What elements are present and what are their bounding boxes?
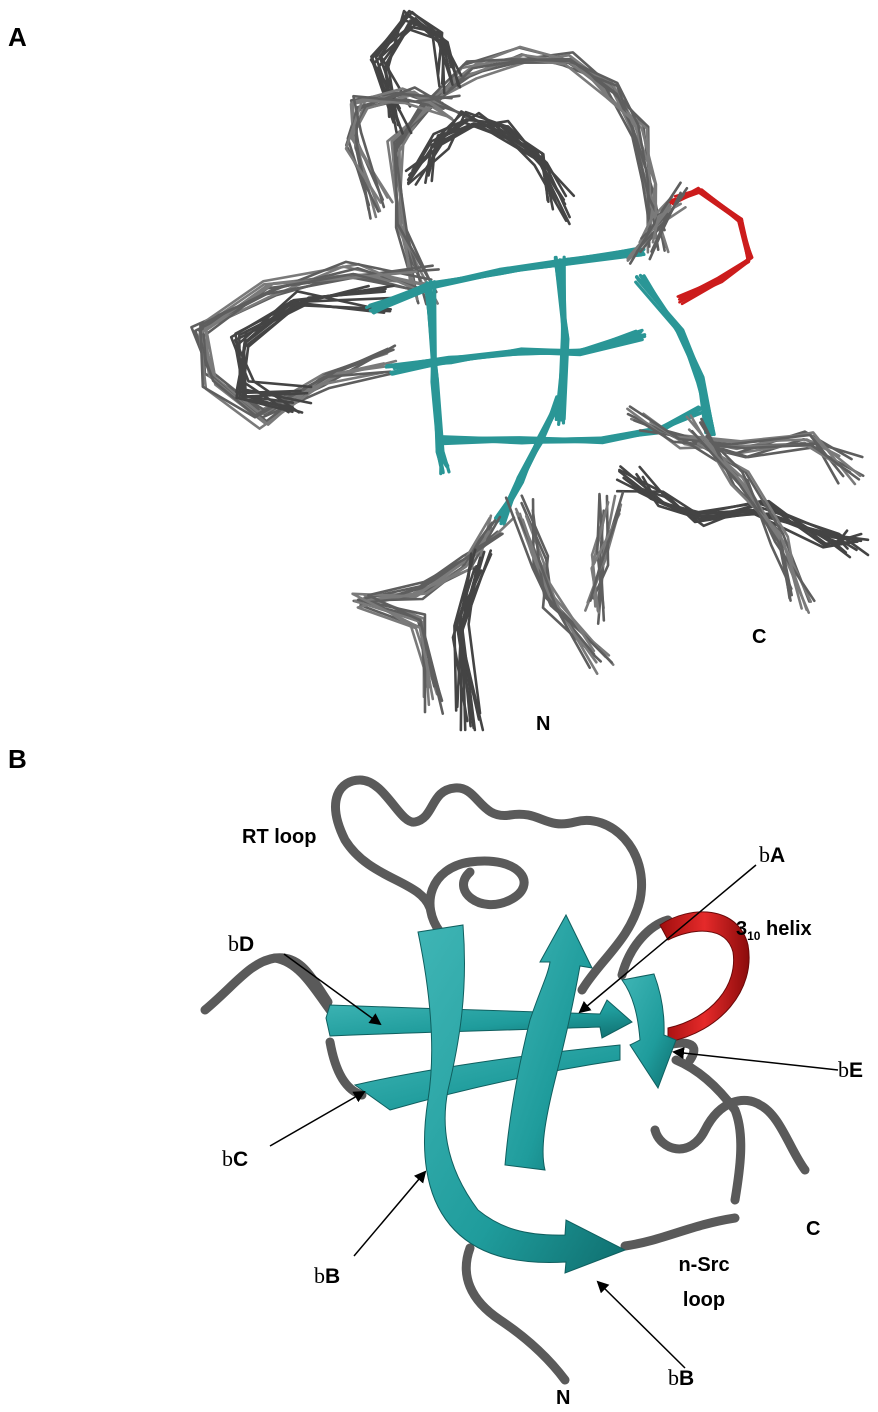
helix-subscript: 10 (747, 929, 761, 943)
rt-loop-label: RT loop (242, 826, 316, 848)
strand-label-b-right: bB (668, 1365, 694, 1390)
strand-label-a-letter: A (770, 844, 785, 867)
panel-a-c-terminus-label: C (752, 626, 766, 648)
strand-label-b-left-letter: B (325, 1265, 340, 1288)
ensemble-trace (669, 192, 748, 297)
inner-loop-coil (430, 861, 524, 932)
arrow-beta-b-left (354, 1172, 425, 1256)
helix-word: helix (760, 918, 811, 940)
strand-label-b-right-letter: B (679, 1367, 694, 1390)
helix-number: 3 (736, 918, 747, 940)
panel-b-n-terminus-label: N (556, 1387, 570, 1409)
strand-label-e-greek: b (838, 1057, 849, 1082)
strand-label-e: bE (838, 1057, 863, 1082)
panel-a-n-terminus-label: N (536, 713, 550, 735)
strand-c (355, 1045, 620, 1110)
nsrc-loop-label-line1: n-Src (678, 1254, 729, 1276)
strand-label-a-greek: b (759, 842, 770, 867)
ensemble-trace (671, 190, 751, 296)
strand-a (505, 915, 592, 1170)
strand-label-a: bA (759, 842, 785, 867)
n-tail-coil (466, 1248, 565, 1380)
panel-a-letter: A (8, 22, 27, 52)
strand-label-c-greek: b (222, 1146, 233, 1171)
strand-label-b-left: bB (314, 1263, 340, 1288)
strand-label-b-left-greek: b (314, 1263, 325, 1288)
strand-label-b-right-greek: b (668, 1365, 679, 1390)
strand-label-e-letter: E (849, 1059, 863, 1082)
ensemble-trace (637, 277, 712, 435)
strand-label-d-greek: b (228, 931, 239, 956)
arrow-beta-c (270, 1092, 364, 1146)
panel-b-letter: B (8, 744, 27, 774)
three-ten-helix-label: 310 helix (736, 918, 812, 943)
ensemble-trace (631, 419, 839, 456)
nsrc-coil (625, 1218, 735, 1246)
panel-b: B (8, 744, 863, 1409)
nsrc-loop-label-line2: loop (683, 1289, 725, 1311)
strand-label-c-letter: C (233, 1148, 248, 1171)
strand-label-d-letter: D (239, 933, 254, 956)
rt-loop-coil (336, 780, 642, 990)
nmr-ensemble (191, 11, 868, 730)
panel-b-c-terminus-label: C (806, 1218, 820, 1240)
arrow-beta-b-right (598, 1282, 685, 1368)
panel-a: A C N (8, 11, 868, 735)
strand-label-d: bD (228, 931, 254, 956)
arrow-beta-e (674, 1052, 838, 1070)
strand-label-c: bC (222, 1146, 248, 1171)
